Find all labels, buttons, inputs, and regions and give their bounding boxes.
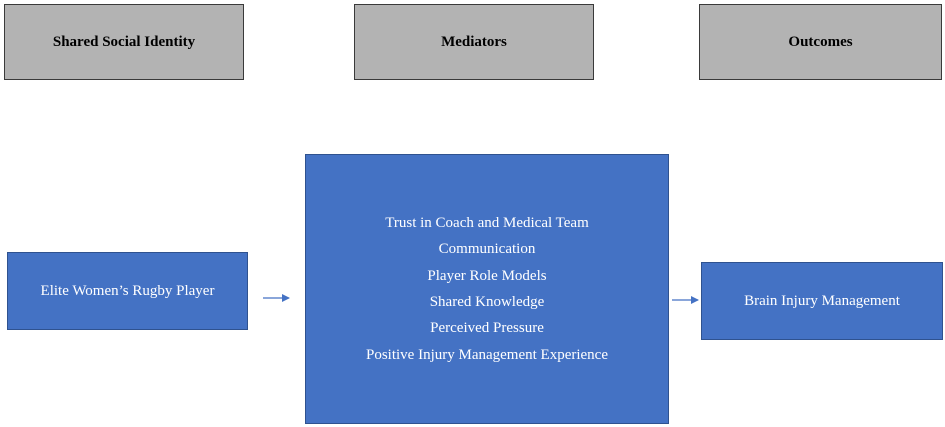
mediator-item: Trust in Coach and Medical Team — [385, 214, 589, 231]
mediator-item: Positive Injury Management Experience — [365, 346, 608, 363]
header-shared-social-identity: Shared Social Identity — [4, 4, 244, 80]
header-label: Mediators — [441, 33, 507, 50]
node-label: Elite Women’s Rugby Player — [40, 282, 215, 299]
node-elite-womens-rugby-player: Elite Women’s Rugby Player — [7, 252, 248, 330]
mediator-item: Shared Knowledge — [429, 294, 545, 310]
header-label: Outcomes — [788, 33, 853, 50]
mediator-item: Communication — [438, 241, 536, 258]
header-mediators: Mediators — [354, 4, 594, 80]
header-label: Shared Social Identity — [52, 33, 196, 50]
mediator-item: Perceived Pressure — [430, 320, 544, 337]
node-brain-injury-management: Brain Injury Management — [701, 262, 943, 340]
header-outcomes: Outcomes — [699, 4, 942, 80]
node-mediators-list: Trust in Coach and Medical Team Communic… — [305, 154, 669, 424]
node-label: Brain Injury Management — [744, 292, 900, 309]
mediator-item: Player Role Models — [427, 267, 547, 284]
